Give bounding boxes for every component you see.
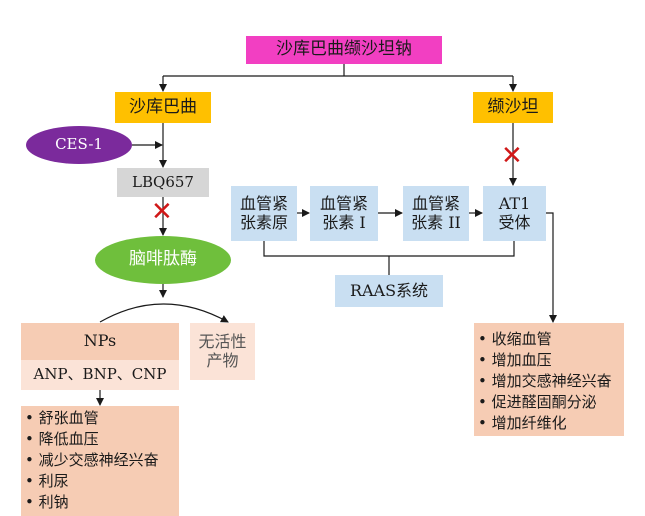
list-item: • 利尿 — [25, 472, 69, 490]
list-item: • 利钠 — [25, 493, 69, 511]
neprilysin-ellipse: 脑啡肽酶 — [95, 236, 231, 284]
list-item: • 促进醛固酮分泌 — [478, 393, 597, 411]
list-item: • 减少交感神经兴奋 — [25, 451, 159, 469]
drug-title: 沙库巴曲缬沙坦钠 — [246, 36, 442, 64]
inactive-products-box: 无活性产物 — [190, 323, 255, 380]
at1-effects-list: • 收缩血管 • 增加血压 • 增加交感神经兴奋 • 促进醛固酮分泌 • 增加纤… — [474, 323, 624, 436]
list-item: • 收缩血管 — [478, 330, 552, 348]
nps-types: ANP、BNP、CNP — [21, 360, 179, 390]
list-item: • 增加血压 — [478, 351, 552, 369]
angiotensin-2-box: 血管紧张素 II — [403, 186, 469, 241]
raas-bracket — [263, 241, 515, 257]
arrow-to-at1-effects — [546, 212, 557, 323]
valsartan-box: 缬沙坦 — [473, 92, 553, 123]
raas-system-label: RAAS系统 — [335, 275, 443, 307]
angiotensin-1-box: 血管紧张素 I — [310, 186, 378, 241]
list-item: • 增加交感神经兴奋 — [478, 372, 612, 390]
curved-split — [99, 303, 229, 323]
list-item: • 增加纤维化 — [478, 414, 567, 432]
ces1-ellipse: CES-1 — [26, 126, 132, 164]
sacubitril-box: 沙库巴曲 — [115, 92, 211, 123]
np-effects-list: • 舒张血管 • 降低血压 • 减少交感神经兴奋 • 利尿 • 利钠 — [21, 406, 179, 516]
list-item: • 降低血压 — [25, 430, 99, 448]
angiotensinogen-box: 血管紧张素原 — [231, 186, 297, 241]
block-cross-lbq: ✕ — [151, 197, 173, 227]
list-item: • 舒张血管 — [25, 409, 99, 427]
nps-title: NPs — [21, 323, 179, 360]
lbq657-box: LBQ657 — [117, 168, 209, 197]
block-cross-valsartan: ✕ — [501, 141, 523, 171]
